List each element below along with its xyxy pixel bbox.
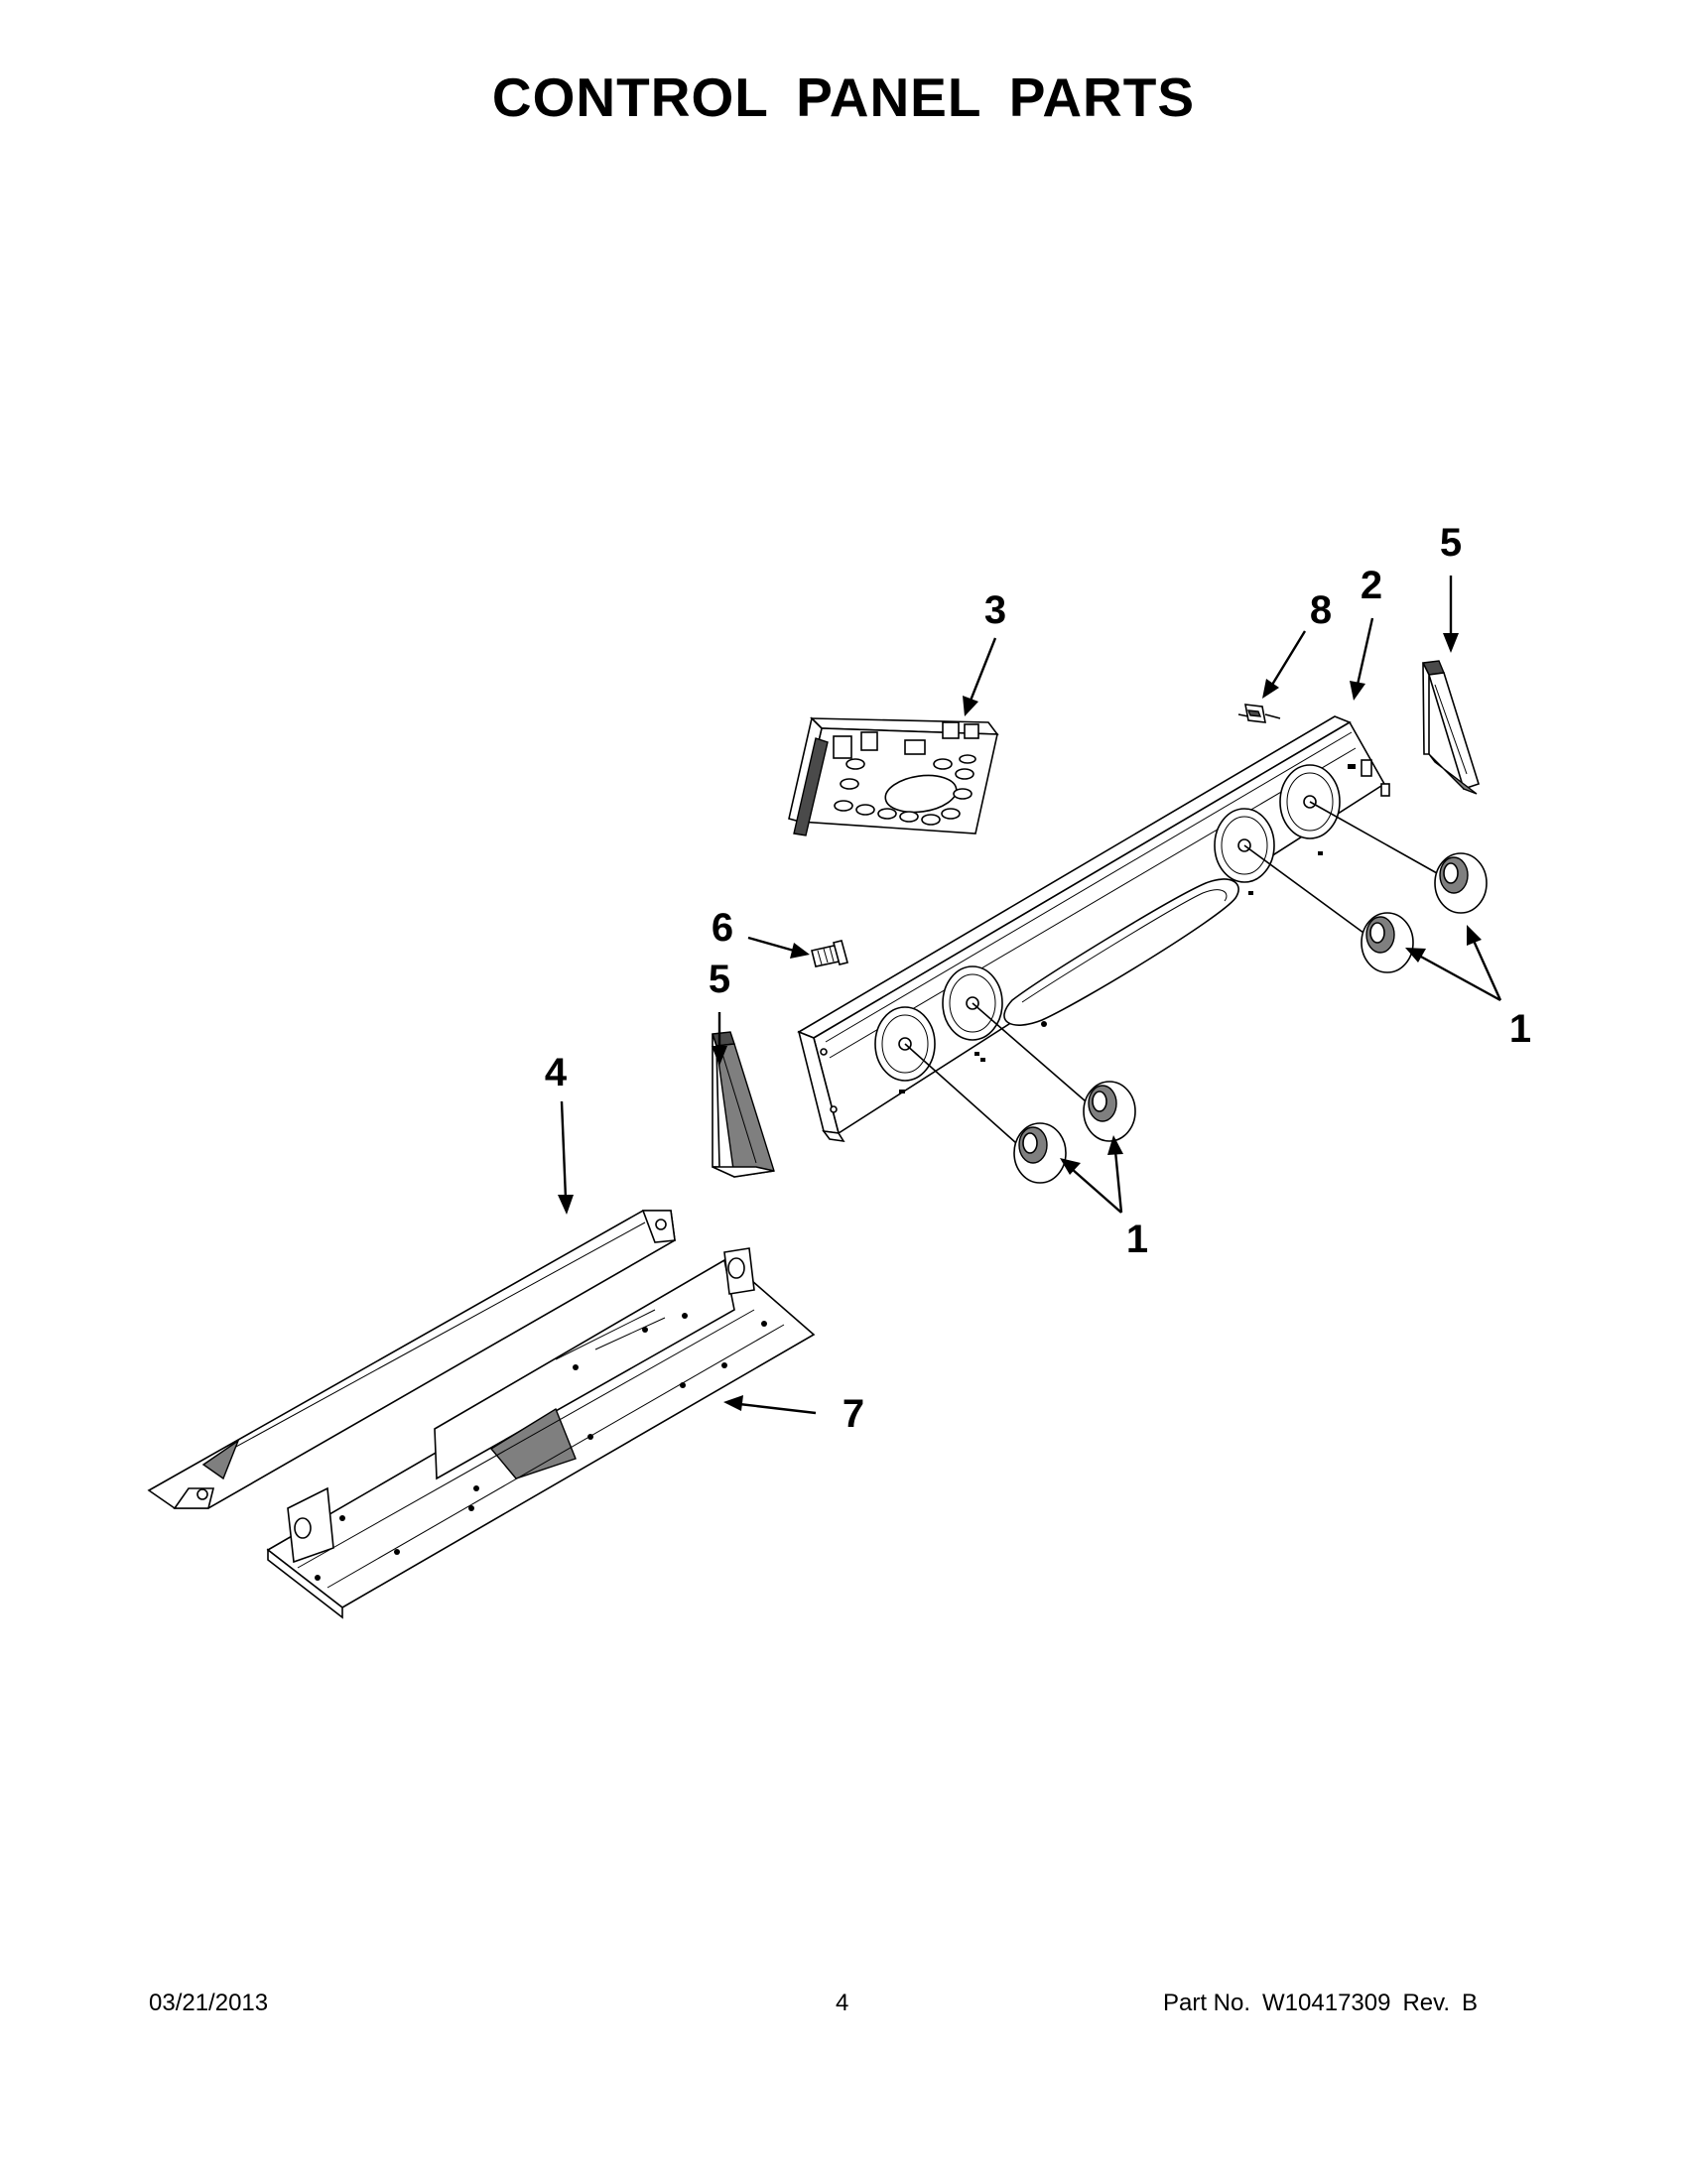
control-board-part	[788, 716, 999, 836]
callout-console-panel: 2	[1361, 564, 1382, 607]
callout-control-board: 3	[984, 588, 1006, 632]
callout-manifold-panel: 7	[843, 1392, 864, 1436]
end-cap-left-part	[712, 1031, 775, 1178]
revision-label: Rev.	[1402, 1990, 1451, 2016]
callout-screw: 6	[712, 906, 733, 950]
end-cap-right-part	[1421, 660, 1480, 795]
callout-bracket-long: 4	[545, 1051, 568, 1094]
knob-parts	[1013, 852, 1488, 1184]
part-number-label: Part No.	[1163, 1990, 1251, 2016]
screw-part	[811, 940, 848, 967]
console-panel-part	[797, 715, 1390, 1143]
callout-end-cap-left: 5	[709, 958, 730, 1001]
callout-end-cap-right: 5	[1440, 521, 1462, 565]
footer-date: 03/21/2013	[149, 1990, 269, 2016]
part-number-value: W10417309	[1262, 1990, 1391, 2016]
callout-knob-left: 1	[1126, 1218, 1148, 1261]
callout-knob-right: 1	[1509, 1007, 1531, 1051]
page-title: CONTROL PANEL PARTS	[491, 66, 1196, 128]
manifold-panel-part	[266, 1247, 816, 1619]
clip-part	[1237, 704, 1281, 723]
bracket-long-part	[147, 1210, 676, 1509]
footer-page-number: 4	[836, 1990, 849, 2016]
revision-value: B	[1462, 1990, 1479, 2016]
footer-part-number: Part No. W10417309 Rev. B	[1163, 1990, 1490, 2017]
callout-clip: 8	[1310, 588, 1332, 632]
knob-alignment-lines	[904, 801, 1438, 1144]
callout-arrows	[558, 576, 1502, 1415]
